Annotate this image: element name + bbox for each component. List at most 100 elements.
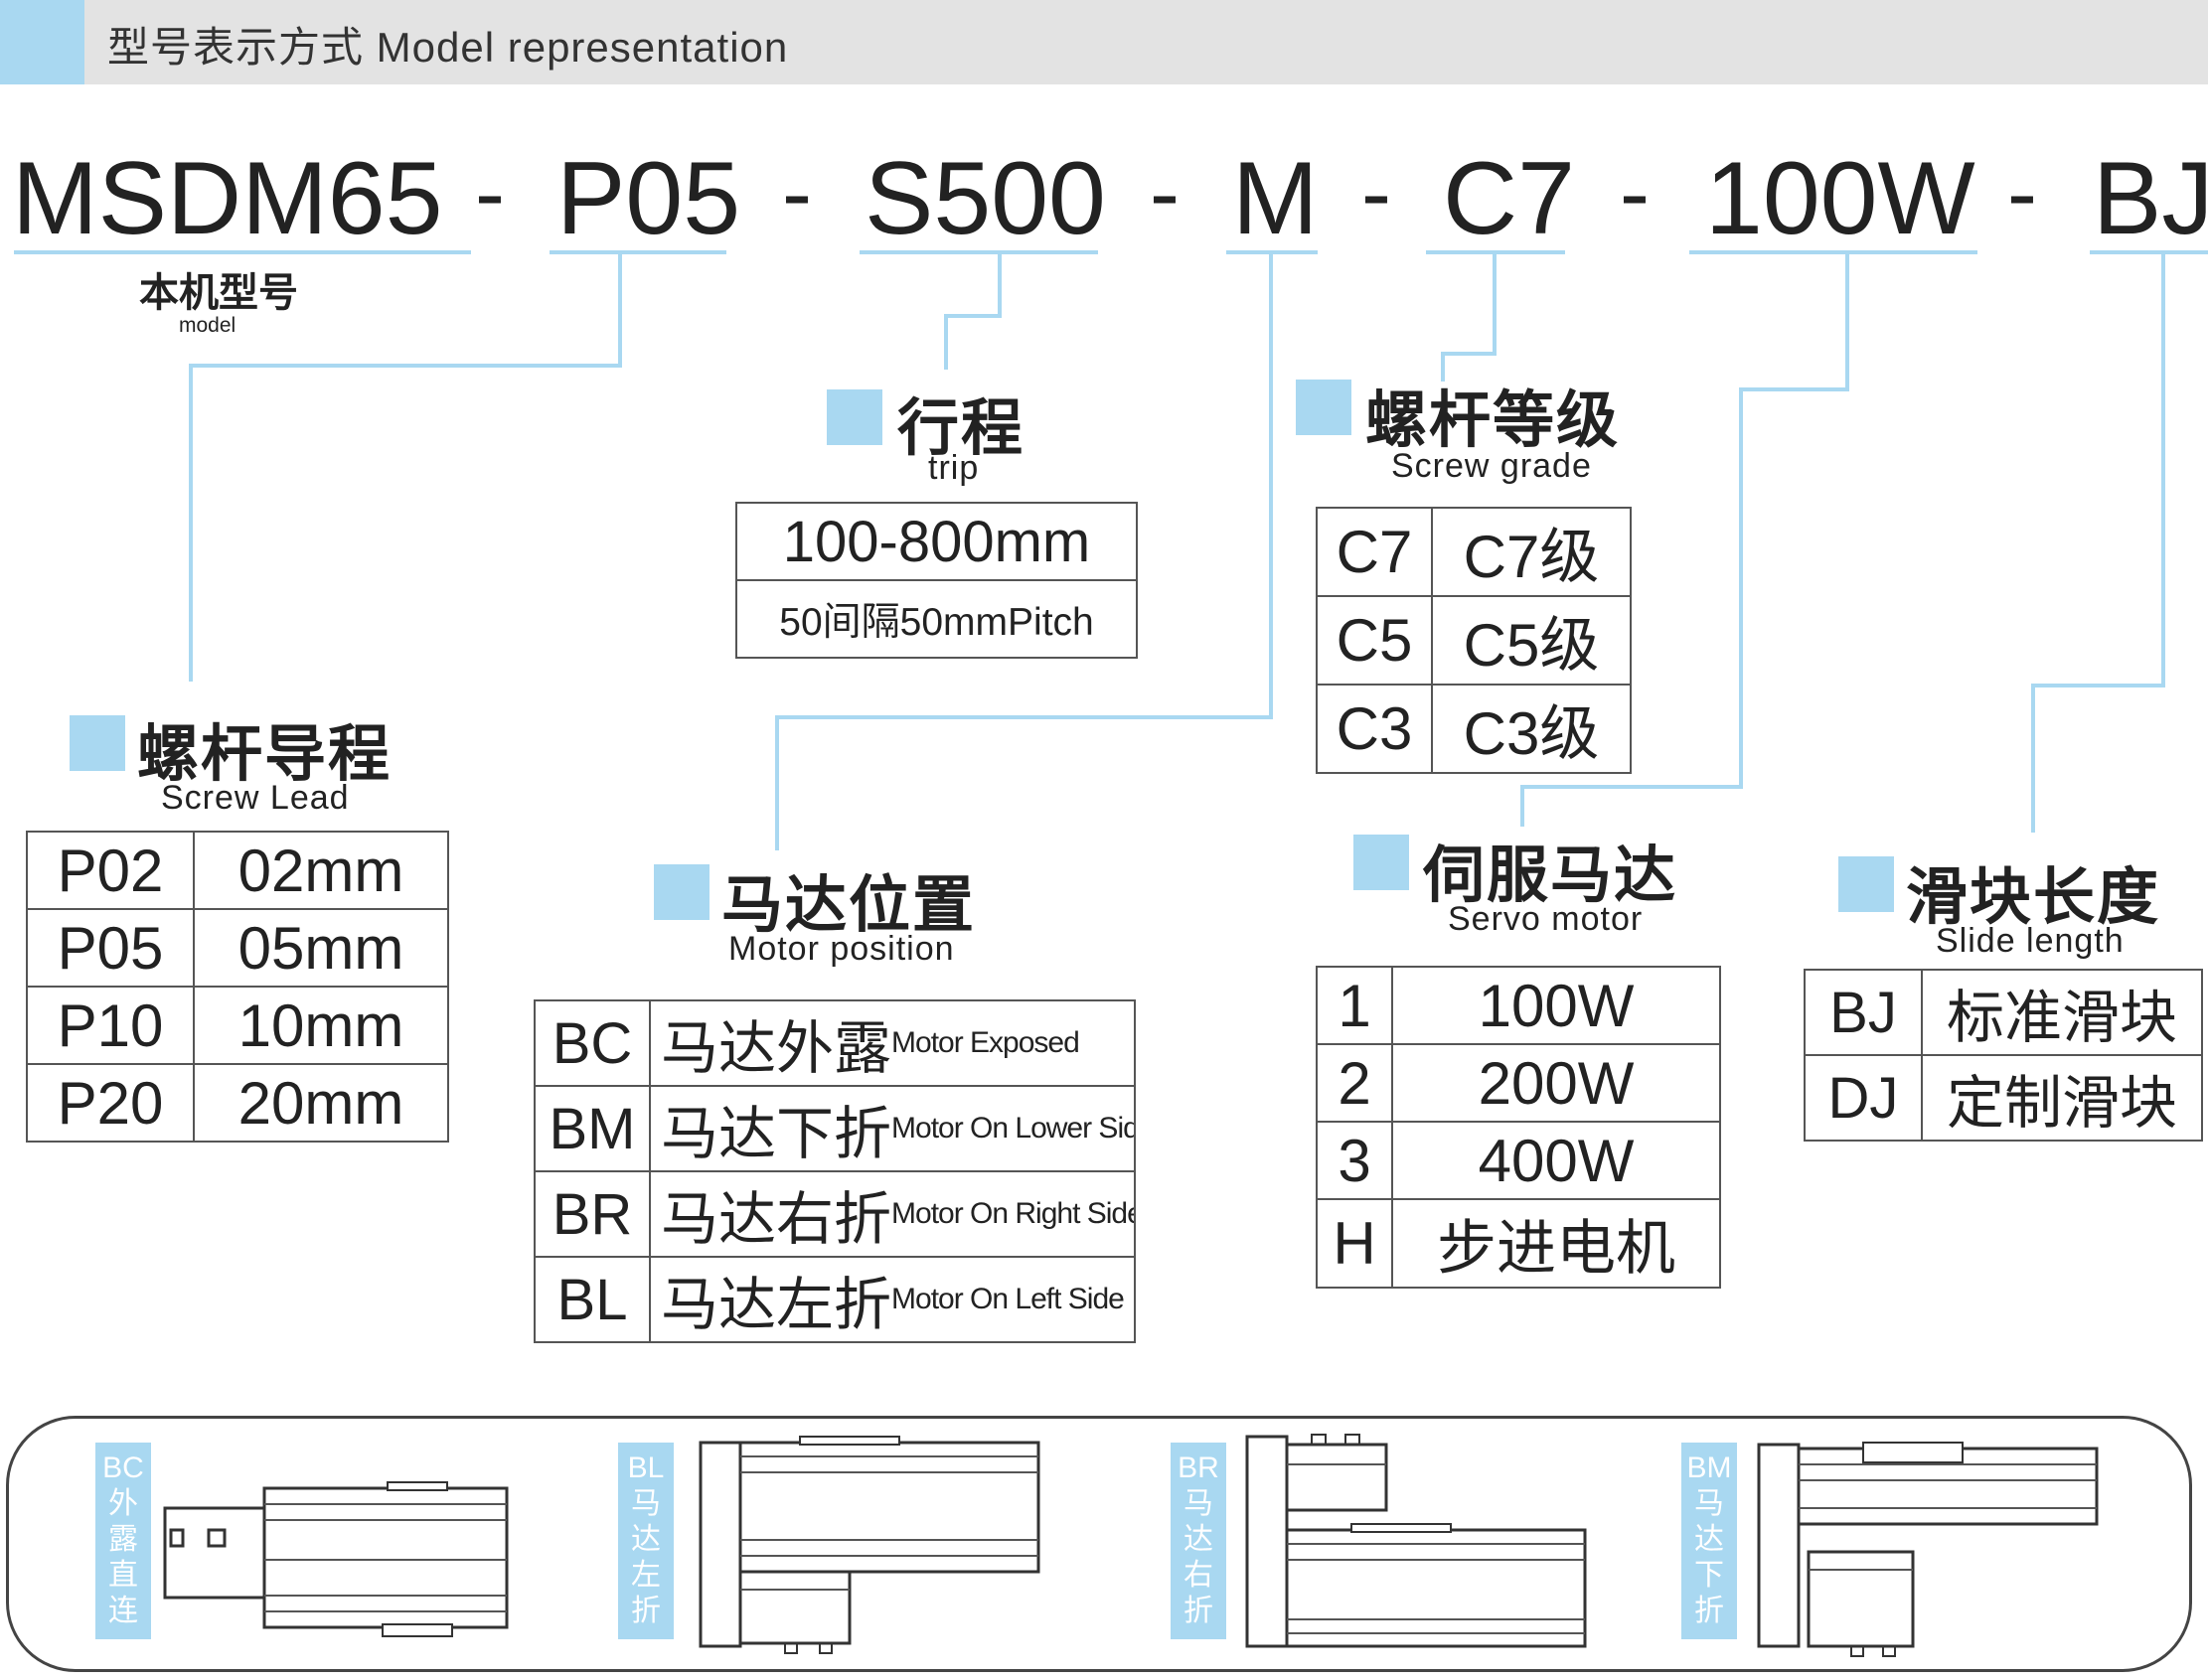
lead-code: P20 [26, 1063, 195, 1143]
motor-position-zh: 马达外露 [661, 1016, 892, 1081]
motor-position-en: Motor On Left Side [891, 1283, 1125, 1315]
slide-desc: 标准滑块 [1921, 969, 2203, 1056]
underline-slide [2090, 250, 2208, 254]
section-marker [1838, 856, 1894, 912]
connector-line [944, 314, 1002, 318]
lead-value: 20mm [193, 1063, 449, 1143]
screw-grade-title-en: Screw grade [1391, 447, 1592, 485]
variant-code: BC [102, 1451, 144, 1484]
connector-line [1739, 387, 1849, 391]
variant-char: 马 [631, 1487, 661, 1520]
slide-length-title-en: Slide length [1936, 922, 2125, 960]
lead-value: 05mm [193, 908, 449, 988]
code-separator: - [475, 144, 505, 243]
connector-line [618, 252, 622, 368]
underline-trip [860, 250, 1098, 254]
slide-code: BJ [1804, 969, 1923, 1056]
connector-line [2031, 684, 2035, 833]
slide-code: DJ [1804, 1054, 1923, 1142]
variant-char: 右 [1183, 1559, 1213, 1592]
model-label-zh: 本机型号 [139, 271, 298, 315]
variant-char: 外 [108, 1487, 138, 1520]
variant-char: 左 [631, 1559, 661, 1592]
connector-line [998, 252, 1002, 318]
motor-position-en: Motor On Lower Side [891, 1112, 1135, 1145]
section-marker [70, 715, 125, 771]
trip-title-en: trip [928, 449, 980, 487]
lead-value: 02mm [193, 831, 449, 910]
variant-char: 连 [108, 1595, 138, 1627]
connector-line [1520, 785, 1524, 827]
connector-line [2031, 684, 2165, 687]
variant-char: 折 [1694, 1595, 1724, 1627]
code-screw-grade: C7 [1443, 141, 1575, 256]
section-marker [827, 389, 882, 445]
variant-label-bm: BM 马 达 下 折 [1681, 1443, 1737, 1639]
actuator-bc-diagram [163, 1481, 509, 1637]
servo-code: 1 [1316, 966, 1393, 1045]
connector-line [1520, 785, 1743, 789]
code-separator: - [1150, 144, 1180, 243]
header-accent [0, 0, 84, 84]
page-title: 型号表示方式 Model representation [107, 24, 789, 71]
servo-value: 100W [1391, 966, 1721, 1045]
screw-grade-title-zh: 螺杆等级 [1365, 386, 1621, 455]
variant-char: 马 [1694, 1487, 1724, 1520]
model-label-en: model [179, 314, 237, 337]
motor-position-en: Motor Exposed [891, 1026, 1080, 1059]
trip-title-zh: 行程 [897, 394, 1025, 463]
code-motor-position: M [1232, 141, 1319, 256]
servo-code: 3 [1316, 1121, 1393, 1200]
connector-line [775, 715, 779, 850]
connector-line [1441, 352, 1445, 382]
code-slide: BJ [2093, 141, 2208, 256]
motor-position-code: BL [534, 1256, 651, 1343]
connector-line [2161, 252, 2165, 687]
variant-char: 达 [1183, 1523, 1213, 1556]
code-model: MSDM65 [12, 141, 443, 256]
servo-code: 2 [1316, 1043, 1393, 1123]
grade-code: C7 [1316, 507, 1433, 597]
trip-table: 100-800mm 50间隔50mmPitch [735, 502, 1138, 659]
trip-range: 100-800mm [735, 502, 1138, 581]
code-lead: P05 [556, 141, 741, 256]
variant-code: BL [627, 1451, 665, 1484]
motor-position-zh: 马达下折 [661, 1102, 892, 1166]
motor-position-en: Motor On Right Side [891, 1197, 1135, 1230]
screw-lead-title-zh: 螺杆导程 [137, 720, 393, 789]
code-separator: - [2007, 144, 2037, 243]
variant-char: 直 [108, 1559, 138, 1592]
variants-panel [6, 1416, 2192, 1672]
actuator-br-diagram [1245, 1434, 1587, 1648]
underline-servo [1689, 250, 1977, 254]
connector-line [1493, 252, 1497, 356]
motor-position-code: BR [534, 1170, 651, 1258]
code-separator: - [1620, 144, 1650, 243]
connector-line [1739, 387, 1743, 789]
servo-value: 400W [1391, 1121, 1721, 1200]
code-separator: - [782, 144, 812, 243]
variant-code: BM [1686, 1451, 1732, 1484]
motor-position-title-en: Motor position [728, 930, 955, 968]
connector-line [189, 364, 193, 682]
variant-label-bc: BC 外 露 直 连 [95, 1443, 151, 1639]
connector-line [189, 364, 622, 368]
connector-line [775, 715, 1273, 719]
grade-code: C3 [1316, 684, 1433, 774]
slide-length-title-zh: 滑块长度 [1906, 863, 2161, 932]
motor-position-zh: 马达右折 [661, 1187, 892, 1252]
section-marker [654, 864, 710, 920]
trip-pitch: 50间隔50mmPitch [735, 579, 1138, 659]
section-marker [1296, 380, 1351, 435]
underline-lead [550, 250, 726, 254]
variant-char: 折 [1183, 1595, 1213, 1627]
grade-code: C5 [1316, 595, 1433, 686]
code-separator: - [1361, 144, 1391, 243]
connector-line [1845, 252, 1849, 391]
section-marker [1353, 835, 1409, 890]
motor-position-desc: 马达右折Motor On Right Side [649, 1170, 1136, 1258]
grade-desc: C7级 [1431, 507, 1632, 597]
